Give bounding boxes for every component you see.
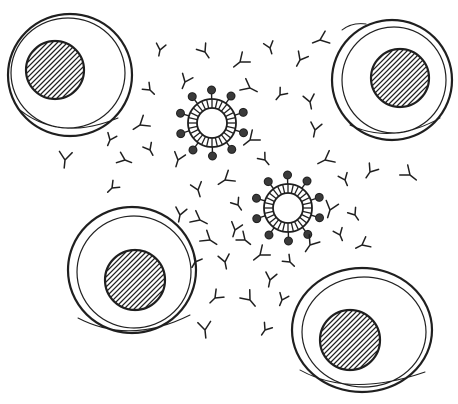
y-fragment <box>130 115 150 134</box>
y-fragment <box>104 180 119 195</box>
y-fragment <box>198 321 212 338</box>
y-fragment <box>300 235 320 255</box>
y-fragment <box>240 290 260 310</box>
y-fragment <box>282 254 297 269</box>
central-particle-lower <box>252 171 323 245</box>
y-fragment <box>348 207 363 222</box>
y-fragment <box>191 182 206 199</box>
y-fragment <box>315 151 335 170</box>
large-cell-bottom-left <box>42 207 224 333</box>
large-cell-top-left <box>0 14 145 136</box>
y-fragment <box>264 41 277 55</box>
y-fragment <box>263 272 277 288</box>
y-fragment <box>333 228 347 243</box>
y-fragment <box>240 79 260 98</box>
y-fragment <box>218 254 232 270</box>
central-particle-upper <box>176 86 247 160</box>
y-fragment <box>230 52 250 72</box>
y-fragment <box>400 165 420 185</box>
y-fragment <box>272 87 287 102</box>
y-fragment <box>310 31 330 49</box>
y-fragment <box>303 94 317 110</box>
nucleus <box>257 309 439 371</box>
y-fragment <box>142 82 157 97</box>
y-fragment <box>228 222 243 239</box>
y-fragment <box>190 211 210 230</box>
y-fragment <box>143 142 157 157</box>
nucleus <box>0 40 145 100</box>
y-fragment <box>231 197 246 212</box>
y-shaped-fragments <box>58 31 420 338</box>
y-fragment <box>257 152 272 167</box>
y-fragment <box>58 151 72 168</box>
y-fragment <box>322 200 339 219</box>
y-fragment <box>206 289 224 307</box>
y-fragment <box>258 322 273 337</box>
y-fragment <box>361 163 378 181</box>
large-cell-bottom-right <box>257 268 439 392</box>
y-fragment <box>338 173 352 188</box>
large-cell-top-right <box>310 20 458 140</box>
y-fragment <box>154 43 166 57</box>
y-fragment <box>250 245 270 265</box>
y-fragment <box>215 170 235 189</box>
y-fragment <box>171 152 186 169</box>
y-fragment <box>103 133 117 148</box>
y-fragment <box>116 152 133 168</box>
y-fragment <box>196 43 213 61</box>
y-fragment <box>308 122 322 138</box>
y-fragment <box>353 237 371 253</box>
y-fragment <box>200 230 220 249</box>
y-fragment <box>173 207 187 223</box>
y-fragment <box>275 293 289 308</box>
y-fragment <box>292 51 309 69</box>
y-fragment <box>236 231 254 248</box>
y-fragment <box>177 73 193 90</box>
